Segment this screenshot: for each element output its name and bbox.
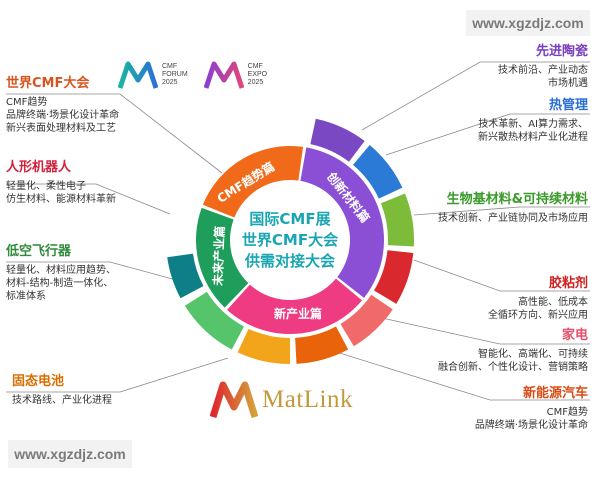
topic-desc: 轻量化、柔性电子 仿生材料、能源材料革新 [6,181,116,205]
watermark-top: www.xgzdjz.com [466,10,590,36]
topic-title: 家电 [561,328,588,343]
topic-world-cmf: 世界CMF大会 CMF趋势 品牌终端·场景化设计革命 新兴表面处理材料及工艺 [6,76,119,135]
watermark-bottom: www.xgzdjz.com [8,440,132,468]
topic-adhesives: 胶粘剂 高性能、低成本 全循环方向、新兴应用 [488,276,588,322]
topic-desc: 技术前沿、产业动态 市场机遇 [498,65,588,89]
outer-segment-5 [374,250,414,304]
topic-title: 热管理 [548,98,588,113]
forum-m-icon [118,61,158,89]
outer-segment-0 [167,253,204,299]
topic-title: 新能源汽车 [522,386,588,401]
inner-segment-industry [227,278,363,334]
outer-segment-1 [184,291,244,350]
topic-title: 固态电池 [12,374,65,389]
outer-ring [167,118,414,364]
topic-desc: CMF趋势 品牌终端·场景化设计革命 [474,407,588,431]
expo-m-icon [203,61,244,89]
outer-segment-6 [380,193,414,247]
topic-advanced-ceramics: 先进陶瓷 技术前沿、产业动态 市场机遇 [498,44,588,90]
topic-title: 人形机器人 [6,160,72,175]
connector-lines [6,61,590,401]
topic-low-altitude: 低空飞行器 轻量化、材料应用趋势、 材料-结构-制造一体化、 标准体系 [6,244,116,303]
inner-label-industry: 新产业篇 [274,306,322,321]
matlink-logo-icon [210,381,258,419]
topic-title: 先进陶瓷 [535,44,588,59]
center-line1: 国际CMF展 [249,210,330,228]
inner-ring [196,145,384,334]
topic-humanoid-robot: 人形机器人 轻量化、柔性电子 仿生材料、能源材料革新 [6,160,116,206]
matlink-brand-text: MatLink [262,386,353,413]
center-disc [232,182,348,298]
cmf-forum-logo: CMF FORUM 2025 [118,60,188,90]
inner-segment-trend [202,145,304,218]
topic-title: 低空飞行器 [6,244,72,259]
topic-desc: CMF趋势 品牌终端·场景化设计革命 新兴表面处理材料及工艺 [6,97,120,134]
inner-segment-future [196,207,249,308]
outer-segment-8 [310,118,365,162]
topic-title: 世界CMF大会 [6,76,90,91]
topic-desc: 智能化、高端化、可持续 融合创新、个性化设计、营销策略 [438,349,588,373]
topic-desc: 技术革新、AI算力需求、 新兴散热材料产业化进程 [478,119,588,143]
topic-title: 生物基材料&可持续材料 [446,192,588,207]
center-line3: 供需对接大会 [244,252,335,270]
outer-segment-4 [340,294,393,347]
expo-line3: 2025 [247,79,264,86]
forum-line2: FORUM [162,71,188,78]
topic-desc: 轻量化、材料应用趋势、 材料-结构-制造一体化、 标准体系 [6,265,116,302]
inner-label-future: 未来产业篇 [210,226,227,288]
center-line2: 世界CMF大会 [242,231,338,249]
topic-home-appliance: 家电 智能化、高端化、可持续 融合创新、个性化设计、营销策略 [438,328,588,374]
expo-line2: EXPO [247,71,268,78]
topic-desc: 高性能、低成本 全循环方向、新兴应用 [488,297,588,321]
topic-thermal-mgmt: 热管理 技术革新、AI算力需求、 新兴散热材料产业化进程 [478,98,588,144]
expo-line1: CMF [247,63,263,70]
event-logos: CMF FORUM 2025 CMF EXPO 2025 [118,60,267,90]
inner-segment-material [300,147,384,298]
topic-title: 胶粘剂 [548,276,588,291]
forum-line3: 2025 [162,79,178,86]
outer-segment-7 [352,145,403,199]
topic-bio-materials: 生物基材料&可持续材料 技术创新、产业链协同及市场应用 [438,192,588,225]
outer-segment-2 [237,328,290,364]
cmf-expo-logo: CMF EXPO 2025 [203,60,268,90]
outer-segment-3 [295,326,349,364]
forum-line1: CMF [162,63,178,70]
topic-nev: 新能源汽车 CMF趋势 品牌终端·场景化设计革命 [475,386,588,432]
topic-desc: 技术创新、产业链协同及市场应用 [438,213,588,224]
topic-desc: 技术路线、产业化进程 [12,395,112,406]
topic-solid-battery: 固态电池 技术路线、产业化进程 [12,374,112,407]
